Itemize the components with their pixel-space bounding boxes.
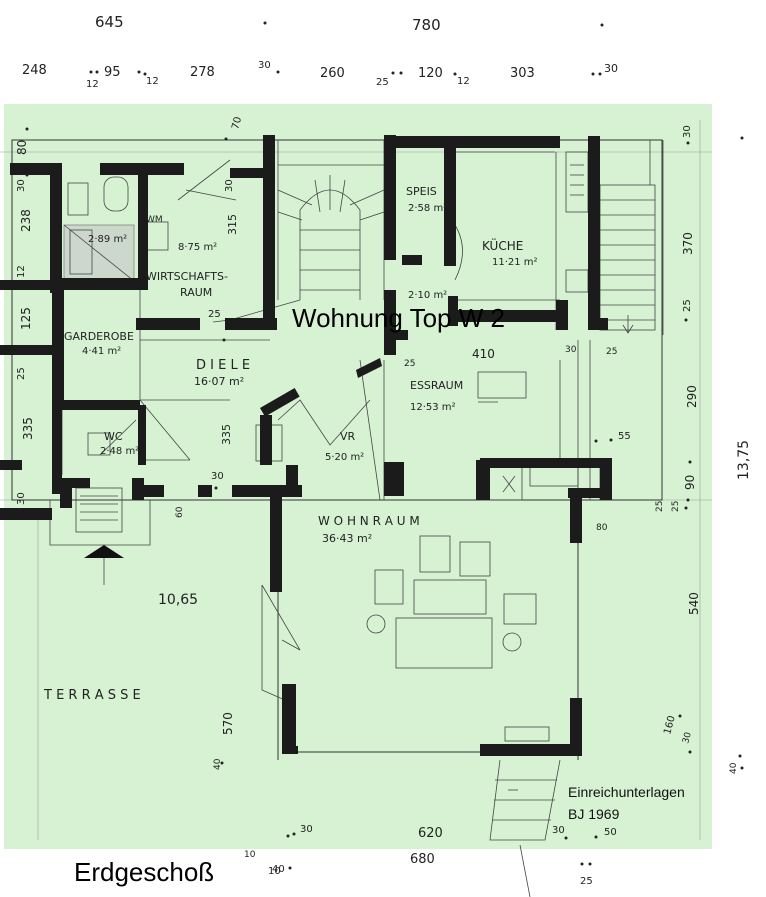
dim-bottom-4: 620: [418, 826, 443, 841]
room-wm-name: WM: [146, 215, 163, 225]
dim-top-4: 12: [146, 76, 159, 87]
dim-right-5: 90: [683, 475, 697, 490]
note-line-1: Einreichunterlagen: [568, 784, 685, 800]
room-wirtschaftsraum-name-1: WIRTSCHAFTS-: [146, 270, 228, 283]
dim-bottom-7: 50: [604, 827, 617, 838]
dim-inner-15: 60: [175, 506, 185, 518]
dim-right-total: 13,75: [736, 440, 752, 480]
left-dimensions: 80 30 238 12 125 25 335 30: [15, 127, 35, 505]
dim-right-2: 370: [681, 232, 695, 255]
room-wohnraum-area: 36·43 m²: [322, 532, 372, 545]
dim-top-5: 278: [190, 65, 215, 80]
terrasse-width: 10,65: [158, 592, 198, 608]
page-title: Wohnung Top W 2: [292, 303, 505, 333]
dim-inner-17: 40: [213, 758, 223, 770]
dim-right-8: 160: [662, 714, 678, 735]
dim-inner-6: 30: [211, 471, 224, 482]
dim-inner-10: 30: [565, 345, 577, 355]
floor-label: Erdgeschoß: [74, 857, 214, 887]
room-kueche-area: 11·21 m²: [492, 257, 538, 268]
dim-inner-9: 10: [244, 850, 256, 860]
dim-inner-12: 55: [618, 431, 631, 442]
bottom-dimensions: 30 10 40 620 680 30 50 25: [268, 824, 617, 887]
room-wirtschaftsraum-area: 8·75 m²: [178, 242, 217, 253]
dim-right-10: 40: [729, 762, 739, 774]
dim-right-7: 540: [687, 592, 701, 615]
dim-top-1: 248: [22, 63, 47, 78]
room-garderobe-area: 4·41 m²: [82, 346, 121, 357]
dim-right-1: 30: [682, 125, 693, 138]
room-vr-area: 5·20 m²: [325, 452, 364, 463]
dim-inner-8: 25: [404, 359, 415, 369]
dim-inner-5: 335: [220, 424, 233, 445]
room-speis-name: SPEIS: [406, 185, 437, 198]
dim-right-6: 25: [671, 501, 681, 512]
dim-top-6: 30: [258, 60, 271, 71]
walls: [0, 135, 612, 756]
dim-left-6: 25: [16, 367, 27, 380]
dim-left-3: 238: [19, 209, 33, 232]
room-wc-name: WC: [104, 430, 123, 443]
dim-right-9: 30: [681, 731, 694, 745]
room-kueche-name: KÜCHE: [482, 237, 523, 253]
dim-inner-16: 570: [221, 712, 235, 735]
room-diele-name: D I E L E: [196, 358, 250, 373]
room-diele-area: 16·07 m²: [194, 375, 244, 388]
dim-left-8: 30: [16, 492, 27, 505]
dim-inner-11: 25: [606, 347, 617, 357]
dim-top-11: 303: [510, 66, 535, 81]
room-wohnraum-name: W O H N R A U M: [318, 514, 420, 528]
dim-left-5: 125: [19, 307, 33, 330]
dim-top-12: 30: [604, 62, 618, 75]
room-vr-name: VR: [340, 430, 356, 443]
dim-bottom-5: 680: [410, 852, 435, 867]
room-wirtschaftsraum-name-2: RAUM: [180, 286, 212, 299]
dim-top-total-right: 780: [412, 16, 441, 34]
dim-top-3: 95: [104, 65, 121, 80]
dim-left-1: 80: [15, 140, 29, 155]
dim-bottom-1: 30: [300, 824, 313, 835]
dim-inner-1: 315: [226, 214, 239, 235]
room-bad-area: 2·89 m²: [88, 234, 127, 245]
dim-top-9: 120: [418, 66, 443, 81]
dim-inner-7: 410: [472, 347, 495, 361]
room-garderobe-name: GARDEROBE: [64, 330, 134, 343]
dim-left-4: 12: [16, 265, 27, 278]
dim-top-8: 25: [376, 77, 389, 88]
dim-bottom-3: 40: [272, 864, 285, 875]
dim-bottom-2: 10: [268, 866, 281, 877]
room-essraum-area: 12·53 m²: [410, 402, 456, 413]
dim-inner-13: 25: [655, 501, 665, 512]
entrance-arrow: [84, 545, 124, 558]
top-dimensions: 645 780 248 12 95 12 278 30 260 25 120 1…: [22, 13, 618, 90]
dim-left-2: 30: [16, 179, 27, 192]
room-wc-area: 2·48 m²: [100, 446, 139, 457]
room-labels: WM 2·89 m² 8·75 m² WIRTSCHAFTS- RAUM SPE…: [43, 185, 538, 703]
dim-top-2: 12: [86, 79, 99, 90]
dim-right-3: 25: [682, 299, 693, 312]
dim-inner-14: 80: [596, 523, 608, 533]
dim-bottom-8: 25: [580, 876, 593, 887]
room-speis-area: 2·58 m²: [408, 203, 447, 214]
note-line-2: BJ 1969: [568, 806, 620, 822]
dim-top-10: 12: [457, 76, 470, 87]
dim-left-7: 335: [21, 417, 35, 440]
right-dimensions: 30 370 25 290 90 25 540 160 30 40 13,75: [662, 125, 752, 774]
dim-inner-4: 25: [208, 309, 221, 320]
dim-right-4: 290: [685, 385, 699, 408]
dim-inner-2: 30: [224, 179, 235, 192]
room-vorraum-kueche-area: 2·10 m²: [408, 290, 447, 301]
dim-top-total-left: 645: [95, 13, 124, 31]
inner-dimensions: 315 30 70 25 335 30 410 25 10 30 25 55 2…: [175, 116, 665, 860]
dim-inner-3: 70: [230, 116, 244, 131]
dim-bottom-6: 30: [552, 825, 565, 836]
room-essraum-name: ESSRAUM: [410, 379, 463, 392]
room-terrasse-name: T E R R A S S E: [43, 688, 141, 703]
dim-top-7: 260: [320, 66, 345, 81]
